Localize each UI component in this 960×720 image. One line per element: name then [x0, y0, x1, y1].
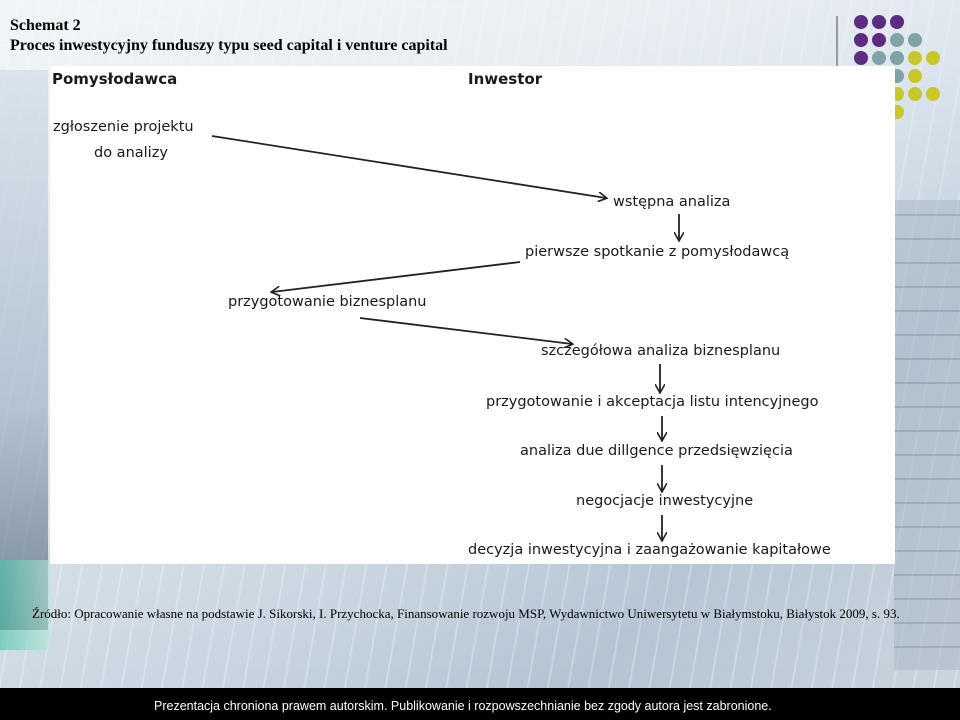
decorative-dot	[890, 15, 904, 29]
decorative-dot	[872, 51, 886, 65]
decorative-dot	[890, 51, 904, 65]
header-divider	[836, 16, 838, 66]
decorative-dot	[926, 51, 940, 65]
column-title-founder: Pomysłodawca	[52, 70, 178, 88]
decorative-dot	[908, 33, 922, 47]
column-title-investor: Inwestor	[468, 70, 543, 88]
step-business-plan: przygotowanie biznesplanu	[228, 294, 427, 310]
background-building-right	[894, 200, 960, 670]
background-building-left	[0, 70, 48, 630]
diagram-arrows	[211, 135, 895, 564]
footer-bar	[0, 688, 960, 720]
background-accent-green	[0, 560, 50, 650]
step-initial-analysis: wstępna analiza	[613, 194, 731, 210]
arrow-meeting-to-businessplan	[272, 261, 521, 292]
decorative-dot	[908, 51, 922, 65]
step-negotiations: negocjacje inwestycyjne	[576, 493, 754, 509]
decorative-dot	[890, 33, 904, 47]
decorative-dot	[908, 69, 922, 83]
step-due-diligence: analiza due dillgence przedsięwzięcia	[520, 443, 793, 459]
step-investment-decision: decyzja inwestycyjna i zaangażowanie kap…	[468, 542, 831, 558]
footer-copyright: Prezentacja chroniona prawem autorskim. …	[154, 699, 772, 713]
process-diagram: Pomysłodawca Inwestor zgłoszenie projekt…	[50, 66, 895, 564]
decorative-dot	[854, 33, 868, 47]
step-letter-of-intent: przygotowanie i akceptacja listu intency…	[486, 394, 819, 410]
arrow-submission-to-analysis	[211, 135, 606, 198]
decorative-dot	[872, 33, 886, 47]
decorative-dot	[854, 51, 868, 65]
step-first-meeting: pierwsze spotkanie z pomysłodawcą	[525, 244, 790, 260]
arrow-businessplan-to-detailed-analysis	[359, 317, 572, 344]
decorative-dot	[926, 87, 940, 101]
decorative-dot	[854, 15, 868, 29]
step-project-submission: zgłoszenie projektu	[53, 119, 194, 135]
slide-title-line2: Proces inwestycyjny funduszy typu seed c…	[10, 37, 448, 54]
source-note: Źródło: Opracowanie własne na podstawie …	[32, 606, 900, 621]
step-project-submission-line2: do analizy	[94, 145, 168, 161]
slide-title-line1: Schemat 2	[10, 17, 81, 34]
slide-title: Schemat 2 Proces inwestycyjny funduszy t…	[10, 16, 448, 56]
step-detailed-analysis: szczegółowa analiza biznesplanu	[541, 343, 781, 359]
decorative-dot	[908, 87, 922, 101]
decorative-dot	[872, 15, 886, 29]
